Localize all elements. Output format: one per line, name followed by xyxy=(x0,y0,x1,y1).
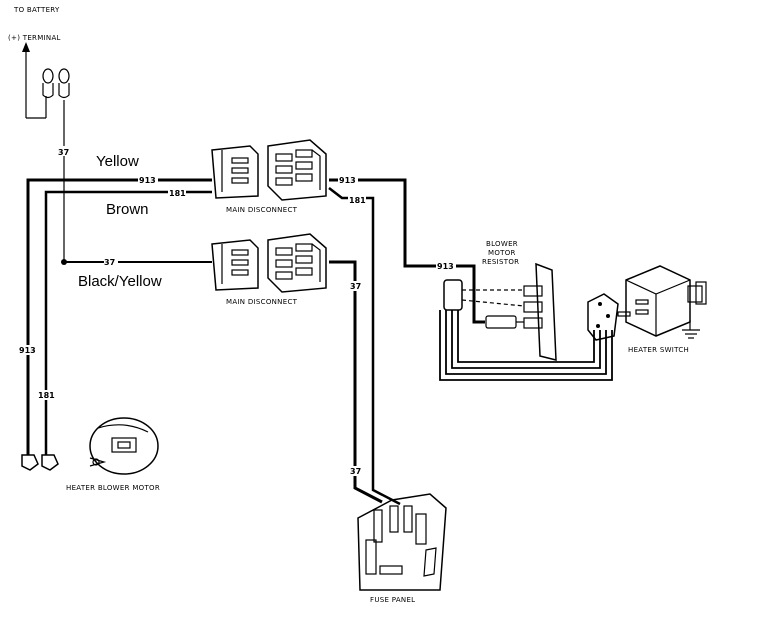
resistor-label-line3: RESISTOR xyxy=(482,258,519,266)
heater-switch-label: HEATER SWITCH xyxy=(628,346,689,354)
main-disconnect-2-label: MAIN DISCONNECT xyxy=(226,298,298,306)
wire-181 xyxy=(44,187,401,506)
wire-color-brown: Brown xyxy=(106,201,149,218)
main-disconnect-2-connector xyxy=(211,233,327,293)
heater-switch xyxy=(617,265,707,339)
resistor-switch-harness xyxy=(439,293,619,381)
wire-label-37-d: 37 xyxy=(350,467,361,476)
wire-label-37-b: 37 xyxy=(104,258,115,267)
wire-913 xyxy=(26,178,485,455)
wire-label-913-b: 913 xyxy=(339,176,356,185)
resistor-label-line1: BLOWER xyxy=(486,240,518,248)
battery-label-line2: (+) TERMINAL xyxy=(8,34,61,42)
wire-37 xyxy=(61,259,383,504)
main-disconnect-1-label: MAIN DISCONNECT xyxy=(226,206,298,214)
battery-label-line1: TO BATTERY xyxy=(13,6,60,14)
blower-motor-resistor xyxy=(443,262,557,361)
wire-label-913-a: 913 xyxy=(139,176,156,185)
wire-label-913-d: 913 xyxy=(19,346,36,355)
wire-label-37-c: 37 xyxy=(350,282,361,291)
fuse-panel-label: FUSE PANEL xyxy=(370,596,415,604)
resistor-label-line2: MOTOR xyxy=(488,249,516,257)
wire-label-181-c: 181 xyxy=(38,391,55,400)
wire-color-yellow: Yellow xyxy=(96,153,139,170)
wire-label-181-a: 181 xyxy=(169,189,186,198)
heater-blower-motor xyxy=(21,417,159,475)
wire-color-black-yellow: Black/Yellow xyxy=(78,273,162,290)
fuse-panel xyxy=(357,493,447,591)
wire-label-37-a: 37 xyxy=(58,148,69,157)
wire-label-181-b: 181 xyxy=(349,196,366,205)
main-disconnect-1-connector xyxy=(211,139,327,201)
heater-blower-motor-label: HEATER BLOWER MOTOR xyxy=(66,484,160,492)
wire-label-913-c: 913 xyxy=(437,262,454,271)
